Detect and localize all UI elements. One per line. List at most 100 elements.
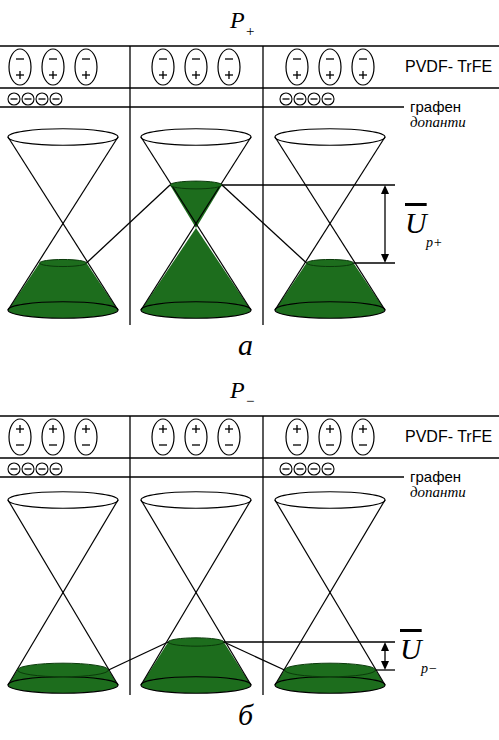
- dirac-cone: [141, 492, 251, 694]
- cone-base: [8, 677, 118, 694]
- dirac-cone: [275, 492, 385, 694]
- potential-profile: [222, 185, 307, 263]
- panel-letter: б: [238, 700, 253, 730]
- arrow-head: [381, 185, 389, 194]
- polarization-label: P: [230, 8, 245, 32]
- layer-label: графен: [410, 469, 461, 484]
- ferroelectric-bottom: [0, 457, 499, 458]
- fermi-level: [284, 663, 375, 677]
- cone-side: [275, 500, 385, 685]
- dipole: [352, 419, 374, 455]
- dirac-cone: [8, 492, 118, 694]
- negative-charge: [322, 93, 334, 105]
- negative-charge: [50, 463, 62, 475]
- cone-side: [141, 137, 251, 310]
- dipole: [152, 419, 174, 455]
- cone-side: [141, 500, 251, 685]
- fermi-level: [307, 259, 354, 266]
- fermi-level: [40, 259, 87, 266]
- layer-label: PVDF- TrFE: [405, 429, 492, 445]
- layer-label: PVDF- TrFE: [405, 59, 492, 75]
- potential-subscript: p+: [426, 236, 442, 250]
- potential-arrow: [384, 187, 385, 261]
- dipole: [185, 49, 207, 85]
- negative-charge: [308, 93, 320, 105]
- dipole: [319, 49, 341, 85]
- potential-label: U: [405, 208, 427, 238]
- ferroelectric-top: [0, 415, 499, 416]
- layer-label: допанти: [410, 115, 466, 130]
- negative-charge: [8, 93, 20, 105]
- graphene-line: [0, 106, 404, 107]
- dipole: [218, 49, 240, 85]
- dirac-cone: [141, 129, 251, 319]
- dirac-cone: [8, 129, 118, 319]
- potential-label: U: [400, 634, 422, 664]
- negative-charge: [8, 463, 20, 475]
- negative-charge: [294, 93, 306, 105]
- arrow-head: [381, 254, 389, 263]
- negative-charge: [36, 463, 48, 475]
- cone-side: [141, 500, 251, 685]
- dipole: [9, 49, 31, 85]
- cone-top: [8, 492, 118, 509]
- cone-base: [275, 302, 385, 319]
- dipole: [9, 419, 31, 455]
- cone-top: [275, 129, 385, 146]
- negative-charge: [50, 93, 62, 105]
- dipole: [152, 49, 174, 85]
- dipole: [286, 49, 308, 85]
- dirac-cone: [275, 129, 385, 319]
- cone-base: [141, 677, 251, 694]
- ferroelectric-bottom: [0, 87, 499, 88]
- level-marker: [376, 669, 395, 670]
- cone-top: [275, 492, 385, 509]
- dipole: [75, 419, 97, 455]
- cone-side: [8, 137, 118, 310]
- column-divider: [262, 416, 263, 695]
- arrow-head: [381, 642, 389, 651]
- potential-profile: [109, 642, 169, 670]
- cone-side: [141, 137, 251, 310]
- negative-charge: [36, 93, 48, 105]
- fermi-level: [17, 663, 108, 677]
- cone-side: [8, 500, 118, 685]
- column-divider: [129, 416, 130, 695]
- negative-charge: [22, 463, 34, 475]
- dipole: [319, 419, 341, 455]
- dipole: [352, 49, 374, 85]
- cone-base: [141, 302, 251, 319]
- cone-top: [8, 129, 118, 146]
- dipole: [75, 49, 97, 85]
- arrow-head: [381, 661, 389, 670]
- polarization-sign: +: [246, 24, 254, 39]
- cone-side: [275, 137, 385, 310]
- ferroelectric-top: [0, 45, 499, 46]
- dipole: [286, 419, 308, 455]
- cone-side: [8, 500, 118, 685]
- cone-base: [8, 302, 118, 319]
- cone-side: [275, 500, 385, 685]
- polarization-label: P: [230, 378, 245, 402]
- potential-profile: [224, 642, 285, 670]
- negative-charge: [294, 463, 306, 475]
- column-divider: [129, 46, 130, 325]
- potential-profile: [86, 185, 170, 263]
- cone-top: [141, 492, 251, 509]
- dipole: [42, 419, 64, 455]
- cone-side: [8, 137, 118, 310]
- fermi-level: [168, 638, 224, 646]
- fermi-level: [170, 181, 222, 189]
- dipole: [42, 49, 64, 85]
- layer-label: допанти: [410, 485, 466, 500]
- negative-charge: [280, 93, 292, 105]
- negative-charge: [280, 463, 292, 475]
- negative-charge: [308, 463, 320, 475]
- level-marker: [353, 262, 395, 263]
- cone-top: [141, 129, 251, 146]
- cone-base: [275, 677, 385, 694]
- negative-charge: [22, 93, 34, 105]
- cone-side: [275, 137, 385, 310]
- filled-states: [170, 185, 222, 228]
- layer-label: графен: [410, 99, 461, 114]
